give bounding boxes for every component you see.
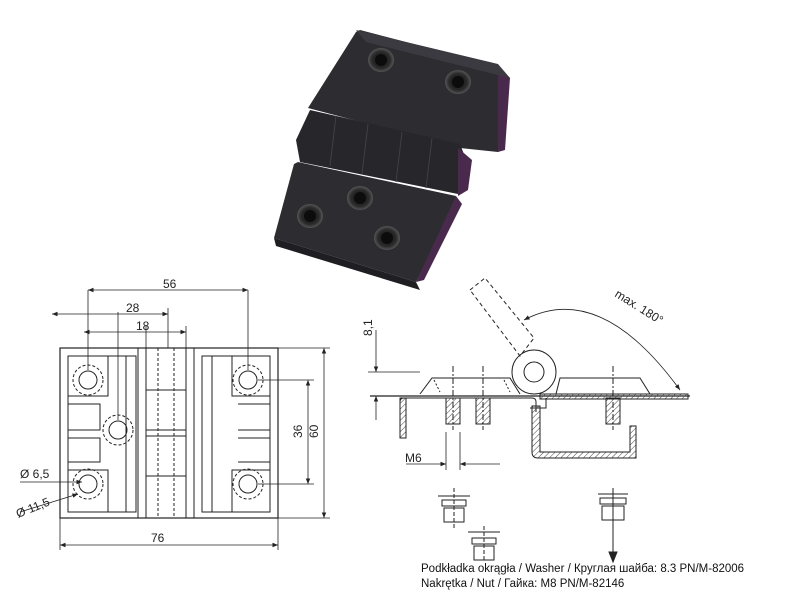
dimension-60-label: 60 xyxy=(307,424,321,438)
dimension-28-label: 28 xyxy=(126,301,140,315)
fastener-icons xyxy=(438,488,628,564)
side-dimensions xyxy=(368,308,681,470)
front-dimensions xyxy=(19,287,330,550)
washer-nut-icon xyxy=(468,526,500,562)
dimension-36-label: 36 xyxy=(291,424,305,438)
side-section-view xyxy=(370,277,690,459)
hinge-3d-render xyxy=(274,30,510,290)
washer-spec-note: Podkładka okrągła / Washer / Круглая шай… xyxy=(421,563,745,575)
dimension-76-label: 76 xyxy=(151,531,165,545)
washer-nut-icon xyxy=(598,488,628,564)
hole-diameter-small-label: Ø 6,5 xyxy=(20,467,50,481)
hole-diameter-large-label: Ø 11,5 xyxy=(14,495,52,521)
dimension-18-label: 18 xyxy=(136,319,150,333)
thread-m6-label: M6 xyxy=(405,451,422,465)
dimension-56-label: 56 xyxy=(163,277,177,291)
washer-nut-icon xyxy=(438,488,470,528)
nut-spec-note: Nakrętka / Nut / Гайка: M8 PN/M-82146 xyxy=(421,578,625,590)
offset-8-1-label: 8,1 xyxy=(361,319,375,336)
front-view xyxy=(59,347,279,519)
angle-max-180-label: max. 180° xyxy=(612,287,666,328)
